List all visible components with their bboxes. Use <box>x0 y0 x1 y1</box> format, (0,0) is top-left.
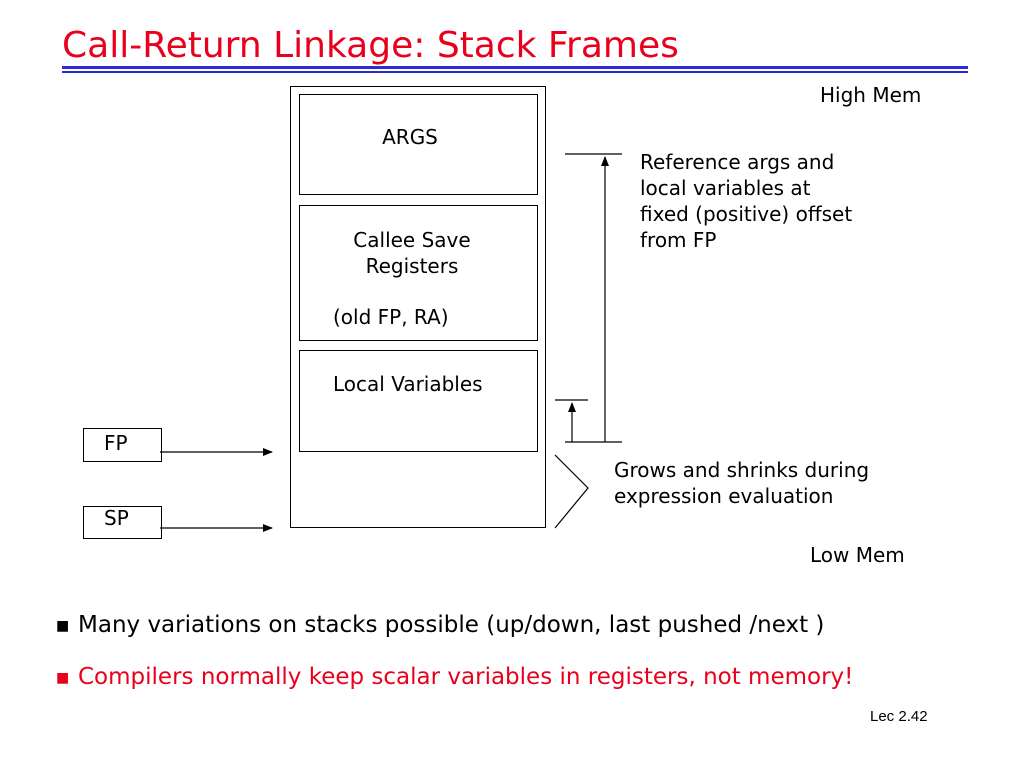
low-mem-label: Low Mem <box>810 543 905 567</box>
grows-note-line1: Grows and shrinks during <box>614 458 870 482</box>
title-underline-double <box>62 71 968 73</box>
sp-register-box <box>83 506 162 539</box>
bullet-item-2: ■ Compilers normally keep scalar variable… <box>56 664 853 690</box>
args-label: ARGS <box>382 125 438 149</box>
slide-title: Call-Return Linkage: Stack Frames <box>62 25 679 66</box>
slide-number: Lec 2.42 <box>870 708 928 725</box>
args-box <box>299 94 538 195</box>
grows-note-line2: expression evaluation <box>614 484 834 508</box>
callee-save-label-line1: Callee Save <box>353 228 471 252</box>
callee-save-box <box>299 205 538 341</box>
grows-chevron-icon <box>554 454 589 529</box>
square-bullet-icon: ■ <box>56 617 70 634</box>
high-mem-label: High Mem <box>820 83 922 107</box>
callee-save-label-line3: (old FP, RA) <box>333 305 449 329</box>
reference-note-line1: Reference args and <box>640 150 835 174</box>
square-bullet-icon: ■ <box>56 669 70 686</box>
fp-register-box <box>83 428 162 462</box>
local-variables-label: Local Variables <box>333 372 483 396</box>
bullet-text-1: Many variations on stacks possible (up/d… <box>78 612 825 638</box>
title-underline <box>62 66 968 69</box>
fp-label: FP <box>104 431 128 455</box>
callee-save-label-line2: Registers <box>365 254 459 278</box>
reference-note-line4: from FP <box>640 228 717 252</box>
reference-note-line3: fixed (positive) offset <box>640 202 853 226</box>
local-variables-box <box>299 350 538 452</box>
sp-label: SP <box>104 506 129 530</box>
bullet-item-1: ■ Many variations on stacks possible (up/… <box>56 612 824 638</box>
bullet-text-2: Compilers normally keep scalar variables… <box>78 664 854 690</box>
reference-note-line2: local variables at <box>640 176 811 200</box>
